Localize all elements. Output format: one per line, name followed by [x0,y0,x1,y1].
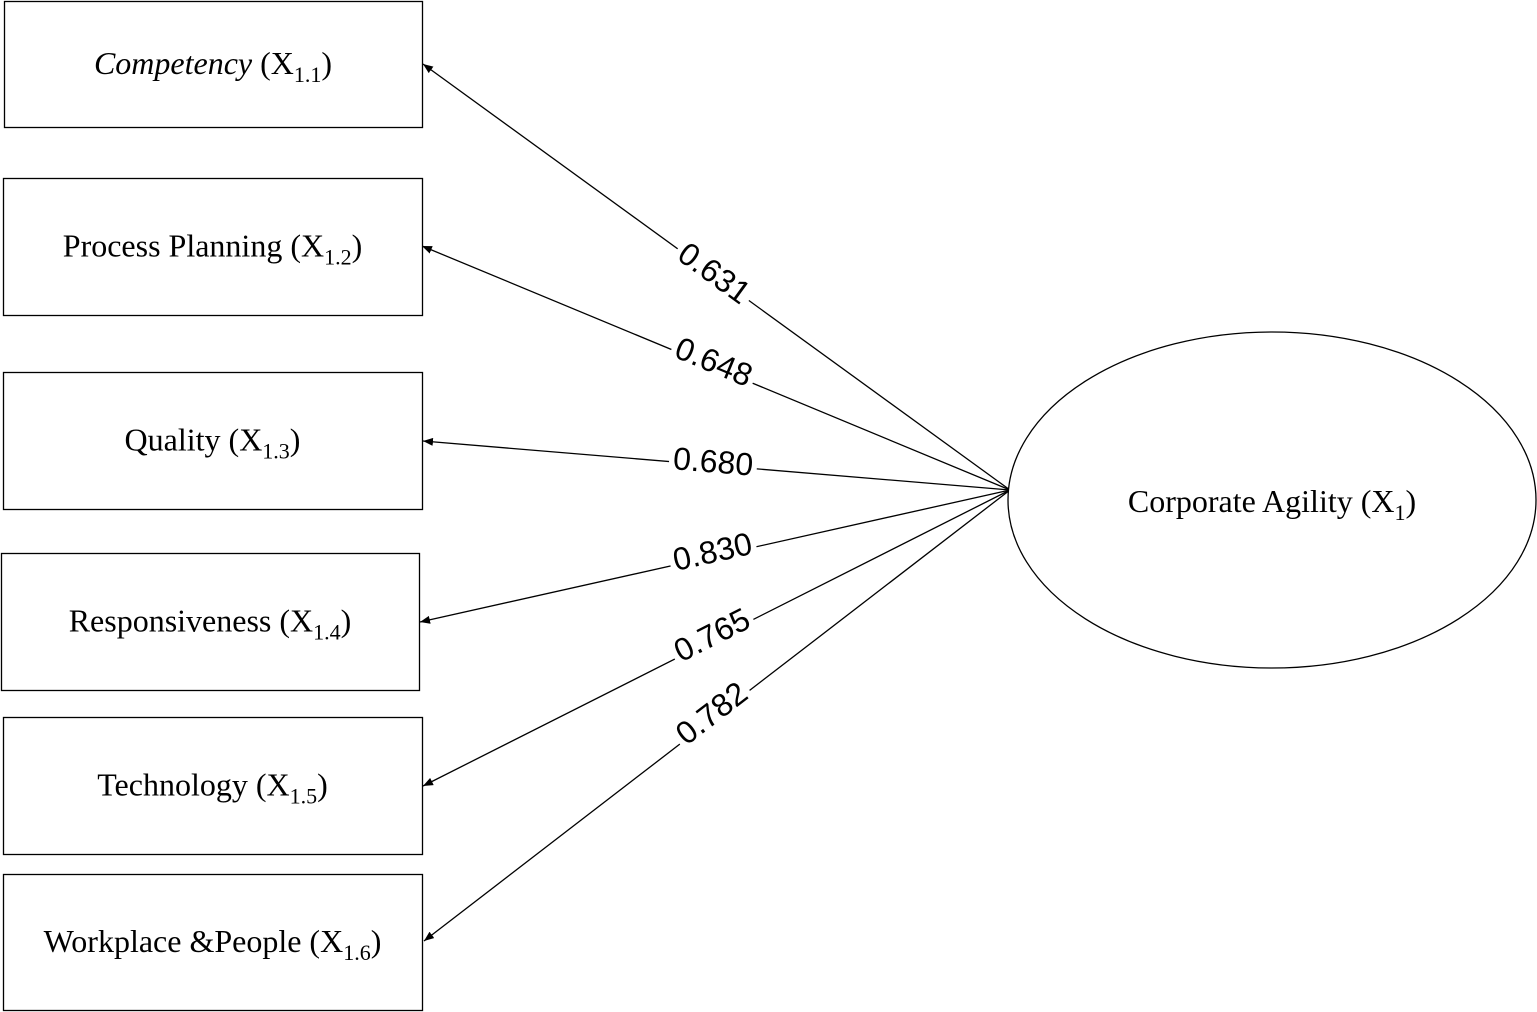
latent-close: ) [1405,483,1416,519]
coefficient-background [667,442,759,484]
latent-code: (X [1361,483,1395,519]
coefficient-value: 0.680 [672,440,755,483]
indicator-boxes: Competency (X1.1)Process Planning (X1.2)… [0,0,424,1012]
indicator-code: (X [256,767,290,803]
loading-coefficient: 0.765 [665,601,760,672]
coefficient-background [667,234,760,314]
indicator-code: (X [229,422,263,458]
indicator-close: ) [352,228,363,264]
indicator-code: (X [290,228,324,264]
indicator-subscript: 1.1 [294,62,322,87]
indicator-name: Process Planning [63,228,291,264]
indicator-box [3,0,424,129]
coefficient-value: 0.830 [669,525,755,578]
loading-coefficient: 0.830 [666,525,760,580]
indicator-name: Responsiveness [69,603,280,639]
indicator-label: Responsiveness (X1.4) [69,603,352,645]
latent-ellipse [1007,331,1537,669]
indicator-subscript: 1.5 [290,784,318,809]
loading-coefficient: 0.680 [667,440,759,484]
indicator-subscript: 1.6 [343,940,371,965]
indicator-subscript: 1.3 [262,439,290,464]
indicator-close: ) [341,603,352,639]
loading-coefficient: 0.782 [667,673,758,755]
coefficient-value: 0.631 [672,235,758,311]
indicator-code: (X [260,45,294,81]
coefficient-background [665,601,760,672]
indicator-name: Technology [97,767,256,803]
indicator-close: ) [317,767,328,803]
indicator-subscript: 1.2 [324,245,352,270]
indicator-label: Technology (X1.5) [97,767,328,809]
indicator-box [2,716,424,856]
indicator-name: Workplace &People [44,923,310,959]
indicator-code: (X [309,923,343,959]
indicator-box [2,177,424,317]
coefficient-value: 0.648 [670,330,758,394]
coefficient-background [666,330,761,396]
indicator-close: ) [371,923,382,959]
indicator-subscript: 1.4 [313,620,341,645]
indicator-box [2,371,424,511]
latent-construct: Corporate Agility (X1) [1007,331,1537,669]
latent-name: Corporate Agility [1128,483,1353,519]
coefficient-value: 0.765 [668,601,756,669]
coefficient-background [667,673,758,755]
indicator-box [0,552,421,692]
indicator-name: Quality [125,422,229,458]
indicator-code: (X [279,603,313,639]
indicator-label: Process Planning (X1.2) [63,228,362,270]
loading-coefficient: 0.631 [667,234,760,314]
latent-label: Corporate Agility (X1) [1128,483,1416,525]
indicator-label: Quality (X1.3) [125,422,301,464]
latent-subscript: 1 [1394,500,1405,525]
loading-coefficient: 0.648 [666,330,761,396]
coefficient-background [666,526,760,580]
indicator-box [2,873,424,1012]
indicator-label: Competency (X1.1) [94,45,332,87]
indicator-close: ) [290,422,301,458]
indicator-name: Competency [94,45,260,81]
indicator-close: ) [321,45,332,81]
indicator-label: Workplace &People (X1.6) [44,923,382,965]
